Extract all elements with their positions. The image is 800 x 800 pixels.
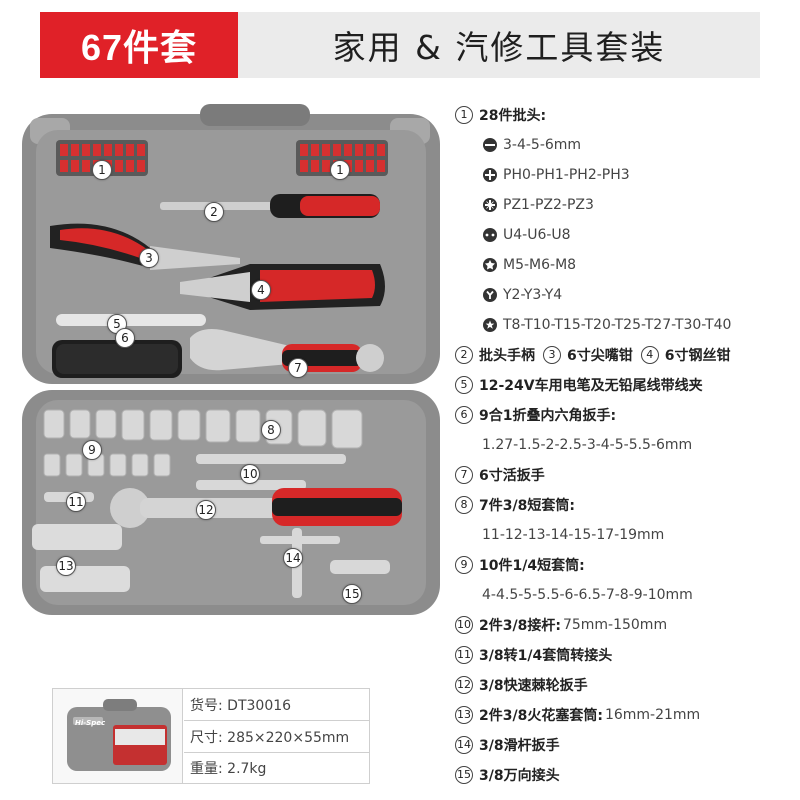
extension-bars <box>196 454 346 490</box>
page-title: 家用 & 汽修工具套装 <box>238 12 760 78</box>
list-item-8-detail: 11-12-13-14-15-17-19mm <box>482 527 665 543</box>
callout-1b: 1 <box>330 160 350 180</box>
callout-8: 8 <box>261 420 281 440</box>
case-thumbnail-image <box>67 699 171 771</box>
bit-rack-left <box>56 140 148 176</box>
callout-12: 12 <box>196 500 216 520</box>
thumbnail-brand-logo: Hi-Spec <box>75 719 106 727</box>
contents-list: 1 28件批头: 3-4-5-6mm PH0-PH1-PH2-PH3 PZ1-P… <box>455 100 795 790</box>
tri-wing-bit-icon <box>483 228 497 242</box>
header: 67件套 家用 & 汽修工具套装 <box>0 0 800 88</box>
list-item-10: 10 2件3/8接杆: 75mm-150mm <box>455 616 668 634</box>
list-item-12: 12 3/8快速棘轮扳手 <box>455 676 588 694</box>
socket-row-large <box>43 409 363 449</box>
callout-9: 9 <box>82 440 102 460</box>
tool-case-graphic <box>22 104 440 615</box>
list-item-2-3-4: 2 批头手柄 3 6寸尖嘴钳 4 6寸钢丝钳 <box>455 340 795 370</box>
callout-3: 3 <box>139 248 159 268</box>
list-item-8: 8 7件3/8短套筒: <box>455 490 795 520</box>
case-handle <box>200 104 310 126</box>
list-item-1: 1 28件批头: <box>455 100 795 130</box>
piece-count-badge: 67件套 <box>40 12 238 78</box>
slotted-bit-icon <box>483 138 497 152</box>
callout-10: 10 <box>240 464 260 484</box>
tool-case-illustration: 1 1 2 3 4 5 6 7 8 9 10 11 12 13 14 15 <box>0 88 450 688</box>
bit-row-torx: T8-T10-T15-T20-T25-T27-T30-T40 <box>455 310 795 340</box>
combination-pliers <box>180 264 385 310</box>
list-item-6: 6 9合1折叠内六角扳手: <box>455 400 795 430</box>
phillips-bit-icon <box>483 168 497 182</box>
product-thumbnail: Hi-Spec <box>53 689 183 783</box>
list-item-9: 9 10件1/4短套筒: <box>455 550 795 580</box>
bit-row-slotted: 3-4-5-6mm <box>455 130 795 160</box>
callout-2: 2 <box>204 202 224 222</box>
list-item-9-detail: 4-4.5-5-5.5-6-6.5-7-8-9-10mm <box>482 587 693 603</box>
callout-1a: 1 <box>92 160 112 180</box>
bit-row-pozidriv: PZ1-PZ2-PZ3 <box>455 190 795 220</box>
bit-row-spline: M5-M6-M8 <box>455 250 795 280</box>
universal-joint <box>330 560 390 574</box>
callout-4: 4 <box>251 280 271 300</box>
pozidriv-bit-icon <box>483 198 497 212</box>
spec-model: 货号: DT30016 <box>184 689 370 721</box>
spec-table: Hi-Spec 货号: DT30016 尺寸: 285×220×55mm 重量:… <box>52 688 370 784</box>
adjustable-wrench <box>190 329 384 372</box>
bit-row-tri-wing: U4-U6-U8 <box>455 220 795 250</box>
list-item-6-detail: 1.27-1.5-2-2.5-3-4-5-5.5-6mm <box>482 437 693 453</box>
callout-6: 6 <box>115 328 135 348</box>
callout-11: 11 <box>66 492 86 512</box>
torx-bit-icon <box>483 318 497 332</box>
spec-weight: 重量: 2.7kg <box>190 761 267 777</box>
list-item-11: 11 3/8转1/4套筒转接头 <box>455 646 613 664</box>
socket-row-small <box>43 453 171 477</box>
callout-14: 14 <box>283 548 303 568</box>
bit-handle <box>160 194 380 218</box>
test-pen <box>56 314 206 326</box>
spec-size: 尺寸: 285×220×55mm <box>184 721 370 753</box>
list-item-5: 5 12-24V车用电笔及无铅尾线带线夹 <box>455 370 795 400</box>
bit-row-phillips: PH0-PH1-PH2-PH3 <box>455 160 795 190</box>
callout-7: 7 <box>288 358 308 378</box>
hex-key-set <box>52 340 182 378</box>
callout-15: 15 <box>342 584 362 604</box>
list-item-7: 7 6寸活扳手 <box>455 460 795 490</box>
bit-row-y-type: Y2-Y3-Y4 <box>455 280 795 310</box>
list-item-14: 14 3/8滑杆扳手 <box>455 736 560 754</box>
list-item-13: 13 2件3/8火花塞套筒: 16mm-21mm <box>455 706 701 724</box>
callout-13: 13 <box>56 556 76 576</box>
spline-bit-icon <box>483 258 497 272</box>
y-type-bit-icon <box>483 288 497 302</box>
list-item-15: 15 3/8万向接头 <box>455 766 560 784</box>
